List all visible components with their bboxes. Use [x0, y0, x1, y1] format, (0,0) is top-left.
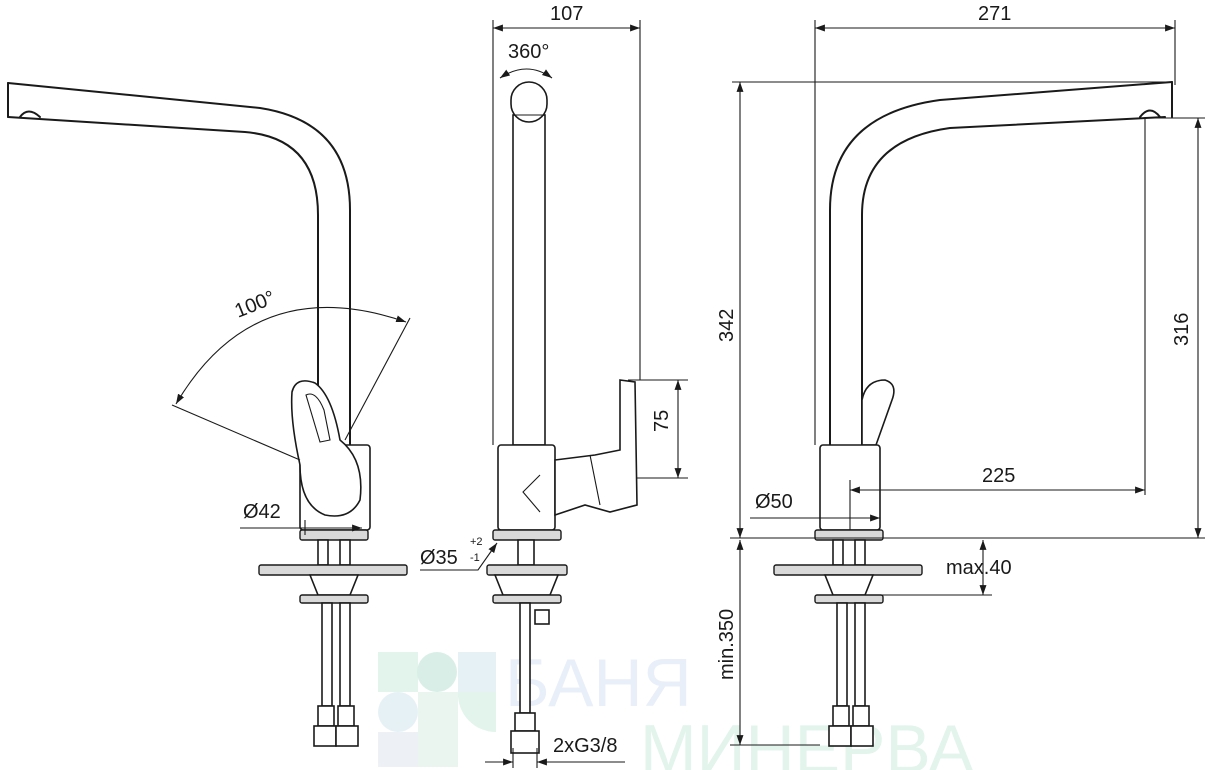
diameter-50-label: Ø50 — [755, 491, 793, 513]
spout-reach-225-label: 225 — [982, 465, 1015, 487]
hole-35-label: Ø35 — [420, 547, 458, 569]
rotation-360-label: 360° — [508, 41, 549, 63]
watermark-logo: БАНЯ МИНЕРВА — [378, 645, 974, 770]
spout-inner — [7, 116, 319, 446]
max-40-label: max.40 — [946, 557, 1012, 579]
min-350-label: min.350 — [716, 609, 738, 680]
left-view: 100° Ø42 — [7, 82, 411, 747]
watermark-line1: БАНЯ — [505, 645, 692, 721]
diameter-42-label: Ø42 — [243, 501, 281, 523]
right-view: 271 342 316 225 Ø50 max.40 min.350 — [716, 3, 1205, 747]
height-342-label: 342 — [716, 309, 738, 342]
width-107-label: 107 — [550, 3, 583, 25]
spout-outer — [7, 82, 351, 446]
hole-tol-upper: +2 — [470, 536, 483, 548]
spout-height-316-label: 316 — [1171, 313, 1193, 346]
middle-view: 107 360° 75 Ø35 +2 -1 2xG3/8 — [420, 3, 688, 768]
lever-height-75-label: 75 — [651, 410, 673, 432]
connection-g38-label: 2xG3/8 — [553, 735, 617, 757]
hole-tol-lower: -1 — [470, 552, 480, 564]
watermark-line2: МИНЕРВА — [640, 711, 974, 770]
reach-271-label: 271 — [978, 3, 1011, 25]
